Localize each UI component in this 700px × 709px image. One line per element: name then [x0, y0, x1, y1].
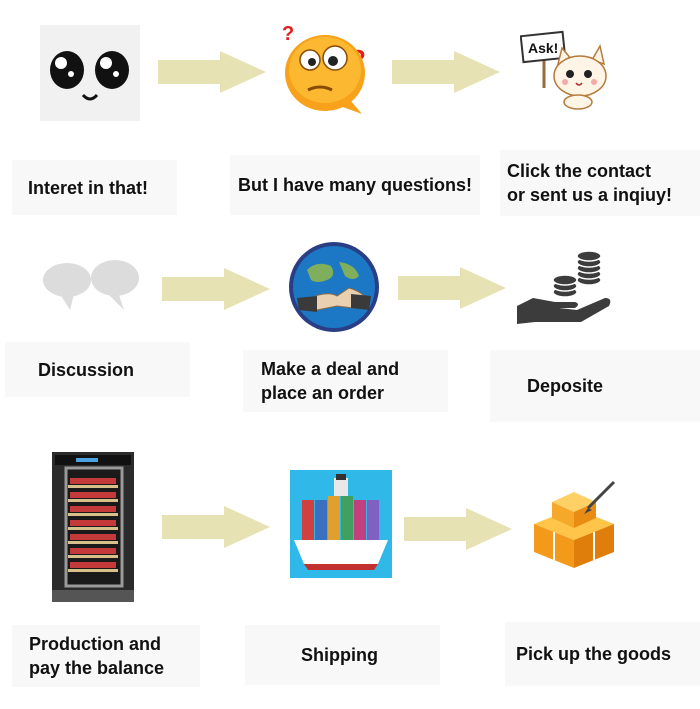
cat-ask-sign-icon: Ask!	[520, 28, 610, 110]
step-label: Make a deal and place an order	[243, 350, 448, 412]
wine-cooler-icon	[52, 452, 134, 602]
svg-text:?: ?	[282, 23, 294, 45]
cute-face-icon	[40, 25, 140, 121]
step-label: Pick up the goods	[505, 622, 700, 686]
step-label: Interet in that!	[12, 160, 177, 215]
flow-arrow	[158, 51, 268, 93]
speech-bubbles-icon	[40, 258, 140, 310]
flow-arrow	[398, 267, 508, 309]
confused-emoji-icon: ? ?	[280, 18, 375, 118]
step-label: Discussion	[5, 342, 190, 397]
flow-arrow	[392, 51, 502, 93]
flow-arrow	[162, 506, 272, 548]
hand-coins-icon	[515, 248, 615, 328]
step-label: Production and pay the balance	[12, 625, 200, 687]
flow-arrow	[404, 508, 514, 550]
step-label: Click the contact or sent us a inqiuy!	[500, 150, 700, 216]
step-label: Shipping	[245, 625, 440, 685]
flow-arrow	[162, 268, 272, 310]
cargo-ship-icon	[290, 470, 392, 578]
handshake-globe-icon	[287, 240, 381, 334]
step-label: Deposite	[490, 350, 700, 422]
step-label: But I have many questions!	[230, 155, 480, 215]
package-boxes-icon	[528, 478, 620, 570]
svg-text:Ask!: Ask!	[528, 40, 558, 56]
